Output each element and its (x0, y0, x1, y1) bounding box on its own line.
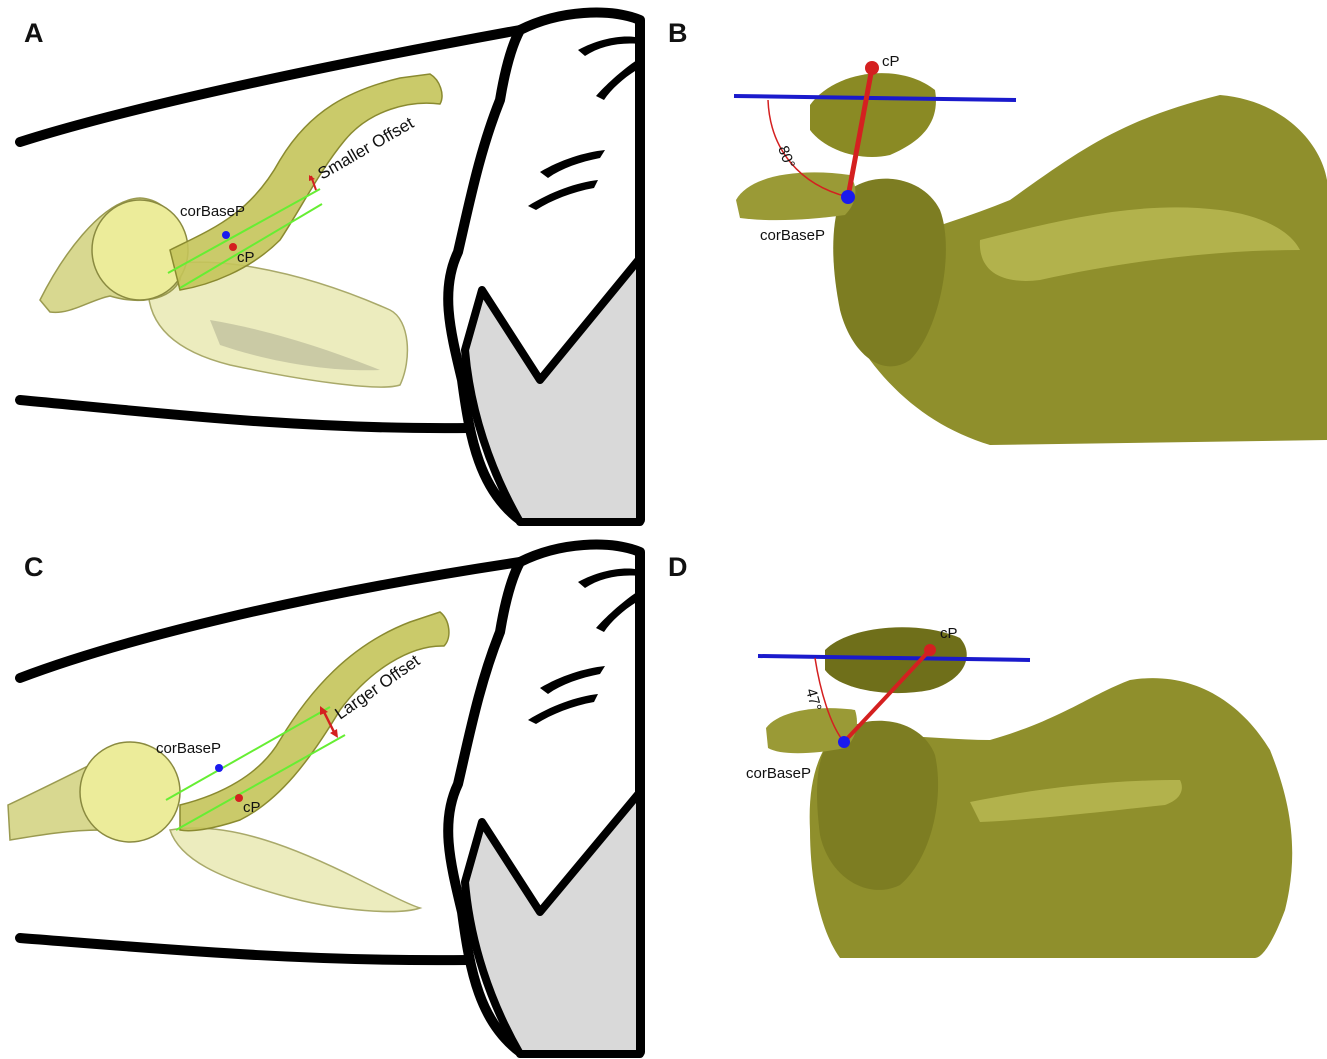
body-outline-lower (20, 400, 470, 428)
tip-point-label: cP (243, 799, 261, 816)
acromion (810, 73, 936, 157)
plane-line (734, 96, 1016, 100)
humeral-head (80, 742, 180, 842)
coracoid (736, 172, 855, 220)
tip-point-marker (229, 243, 237, 251)
panel-b-letter: B (668, 18, 688, 48)
panel-a-letter: A (24, 18, 44, 48)
panel-c-figure: C corBaseP cP Larger Offset (0, 530, 660, 1059)
panel-a: A corBaseP cP Smaller Offset (0, 0, 660, 530)
base-point-label: corBaseP (180, 203, 245, 220)
base-point-marker (215, 764, 223, 772)
base-point-marker (838, 736, 850, 748)
base-point-label: corBaseP (760, 227, 825, 244)
tip-point-label: cP (882, 53, 900, 70)
tip-point-marker (924, 644, 936, 656)
panel-a-figure: A corBaseP cP Smaller Offset (0, 0, 660, 530)
panel-d-letter: D (668, 552, 688, 582)
base-point-marker (222, 231, 230, 239)
plane-line (758, 656, 1030, 660)
panel-d: D cP corBaseP 47° (660, 530, 1327, 1059)
panel-c: C corBaseP cP Larger Offset (0, 530, 660, 1059)
scapula-translucent (170, 828, 420, 911)
tip-point-label: cP (237, 249, 255, 266)
clavicle (170, 74, 442, 290)
tip-point-label: cP (940, 625, 958, 642)
base-point-marker (841, 190, 855, 204)
panel-d-figure: D cP corBaseP 47° (660, 530, 1327, 1059)
panel-b-figure: B cP corBaseP 80° (660, 0, 1327, 530)
panel-c-letter: C (24, 552, 44, 582)
base-point-label: corBaseP (746, 765, 811, 782)
panel-b: B cP corBaseP 80° (660, 0, 1327, 530)
tip-point-marker (235, 794, 243, 802)
body-outline-lower (20, 938, 470, 960)
body-outline-upper (20, 30, 520, 142)
base-point-label: corBaseP (156, 740, 221, 757)
tip-point-marker (865, 61, 879, 75)
clavicle (180, 612, 449, 831)
